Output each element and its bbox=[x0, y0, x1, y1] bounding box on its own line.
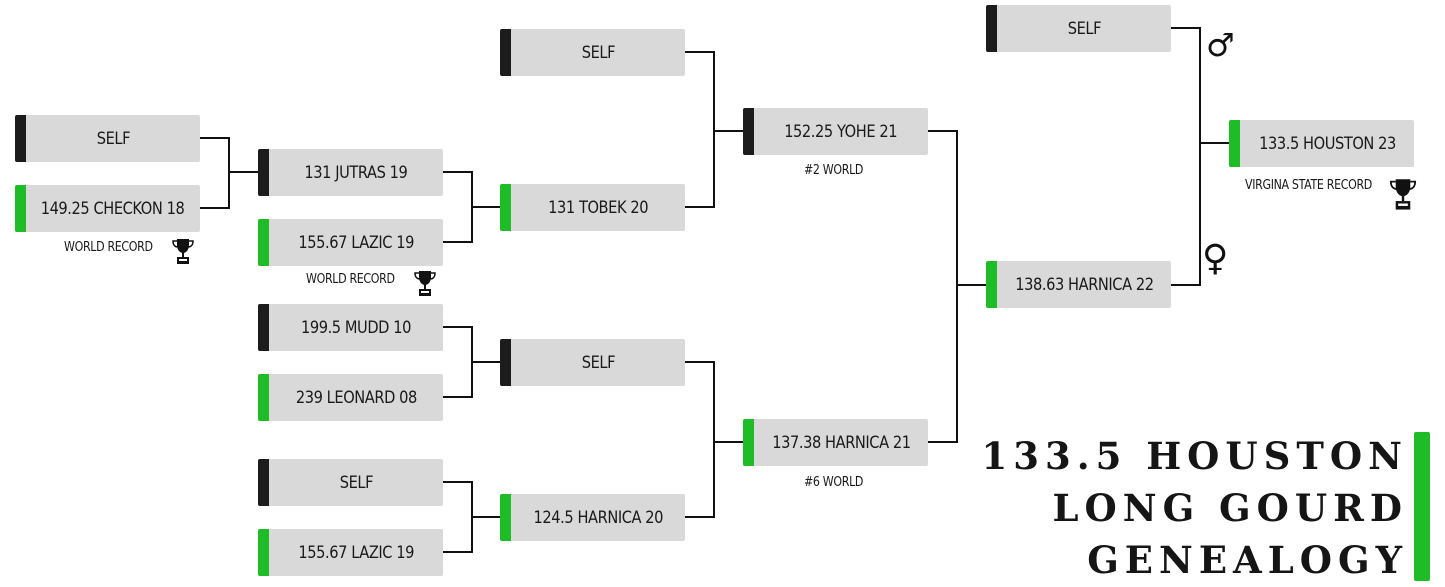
node-label: SELF bbox=[581, 352, 615, 373]
node-harnica-22: 138.63 HARNICA 22 bbox=[986, 261, 1171, 308]
sex-marker bbox=[258, 219, 269, 266]
node-harnica-20: 124.5 HARNICA 20 bbox=[500, 494, 685, 541]
node-lazic-2: 155.67 LAZIC 19 bbox=[258, 529, 443, 576]
sex-marker bbox=[258, 459, 269, 506]
sex-marker bbox=[743, 419, 754, 466]
sex-marker bbox=[258, 304, 269, 351]
sex-marker bbox=[500, 29, 511, 76]
node-yohe: 152.25 YOHE 21 bbox=[743, 108, 928, 155]
node-label: 152.25 YOHE 21 bbox=[784, 121, 898, 142]
title-accent-bar bbox=[1414, 432, 1430, 581]
node-label: SELF bbox=[96, 128, 130, 149]
node-label: SELF bbox=[339, 472, 373, 493]
title-line-3: GENEALOGY bbox=[1087, 538, 1408, 582]
node-self-gen3: SELF bbox=[258, 459, 443, 506]
node-label: 131 JUTRAS 19 bbox=[304, 162, 408, 183]
page-title: 133.5 HOUSTON LONG GOURD GENEALOGY bbox=[981, 430, 1408, 586]
node-label: SELF bbox=[581, 42, 615, 63]
node-label: 131 TOBEK 20 bbox=[548, 197, 648, 218]
sex-marker bbox=[15, 185, 26, 232]
node-label: 133.5 HOUSTON 23 bbox=[1258, 133, 1396, 154]
caption-checkon: WORLD RECORD bbox=[64, 240, 153, 255]
node-label: 239 LEONARD 08 bbox=[295, 387, 417, 408]
title-line-1: 133.5 HOUSTON bbox=[981, 434, 1408, 478]
caption-lazic: WORLD RECORD bbox=[306, 272, 395, 287]
sex-marker bbox=[258, 149, 269, 196]
node-label: SELF bbox=[1067, 18, 1101, 39]
node-self-gen2-mid: SELF bbox=[500, 339, 685, 386]
sex-marker bbox=[986, 261, 997, 308]
sex-marker bbox=[15, 115, 26, 162]
node-label: 124.5 HARNICA 20 bbox=[533, 507, 663, 528]
node-mudd: 199.5 MUDD 10 bbox=[258, 304, 443, 351]
node-jutras: 131 JUTRAS 19 bbox=[258, 149, 443, 196]
node-label: 137.38 HARNICA 21 bbox=[771, 432, 911, 453]
caption-yohe: #2 WORLD bbox=[804, 163, 864, 178]
trophy-icon bbox=[414, 271, 436, 296]
sex-marker bbox=[1229, 120, 1240, 167]
sex-marker bbox=[500, 184, 511, 231]
node-label: 199.5 MUDD 10 bbox=[301, 317, 411, 338]
sex-marker bbox=[743, 108, 754, 155]
title-line-2: LONG GOURD bbox=[1052, 486, 1408, 530]
node-lazic: 155.67 LAZIC 19 bbox=[258, 219, 443, 266]
node-checkon: 149.25 CHECKON 18 bbox=[15, 185, 200, 232]
caption-harnica21: #6 WORLD bbox=[804, 475, 864, 490]
sex-marker bbox=[500, 494, 511, 541]
sex-marker bbox=[500, 339, 511, 386]
caption-houston: VIRGINA STATE RECORD bbox=[1245, 178, 1372, 193]
node-leonard: 239 LEONARD 08 bbox=[258, 374, 443, 421]
sex-marker bbox=[258, 374, 269, 421]
node-tobek: 131 TOBEK 20 bbox=[500, 184, 685, 231]
node-self-gen2-top: SELF bbox=[500, 29, 685, 76]
node-label: 155.67 LAZIC 19 bbox=[298, 542, 414, 563]
male-icon: ♂ bbox=[1206, 26, 1235, 64]
sex-marker bbox=[258, 529, 269, 576]
node-label: 149.25 CHECKON 18 bbox=[41, 198, 185, 219]
female-icon: ♀ bbox=[1202, 238, 1229, 279]
node-self-parent: SELF bbox=[986, 5, 1171, 52]
node-self-gen4: SELF bbox=[15, 115, 200, 162]
node-label: 138.63 HARNICA 22 bbox=[1014, 274, 1154, 295]
sex-marker bbox=[986, 5, 997, 52]
node-houston: 133.5 HOUSTON 23 bbox=[1229, 120, 1414, 167]
node-label: 155.67 LAZIC 19 bbox=[298, 232, 414, 253]
trophy-icon bbox=[172, 239, 194, 264]
node-harnica-21: 137.38 HARNICA 21 bbox=[743, 419, 928, 466]
trophy-icon bbox=[1389, 179, 1417, 210]
